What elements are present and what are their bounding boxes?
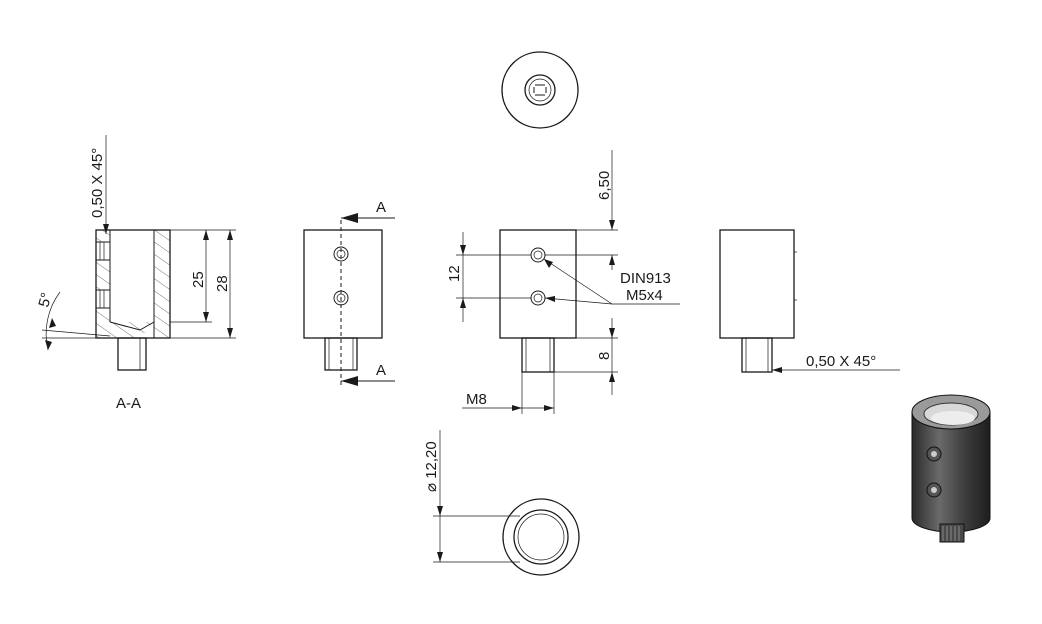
- screw-std-label: DIN913: [620, 270, 671, 287]
- chamfer-top-label: 0,50 X 45°: [89, 148, 106, 218]
- cut-label-top: A: [376, 199, 386, 216]
- dim-650-label: 6,50: [596, 171, 613, 200]
- dim-12-label: 12: [446, 265, 463, 282]
- thread-label: M8: [466, 391, 487, 408]
- side-view: [719, 229, 900, 373]
- angle-label: 5°: [35, 291, 55, 309]
- section-title: A-A: [116, 395, 141, 412]
- cut-label-bottom: A: [376, 362, 386, 379]
- isometric-view: [911, 394, 991, 543]
- dim-25-label: 25: [190, 271, 207, 288]
- diameter-label: ⌀ 12,20: [423, 441, 440, 492]
- front-view-cut: [303, 213, 395, 386]
- front-view-main: [456, 150, 680, 414]
- section-view-a-a: [41, 135, 236, 371]
- chamfer-right-label: 0,50 X 45°: [806, 353, 876, 370]
- bottom-view: [433, 430, 580, 576]
- dim-8-label: 8: [596, 352, 613, 360]
- screw-size-label: M5x4: [626, 287, 663, 304]
- dim-28-label: 28: [214, 275, 231, 292]
- top-view: [501, 51, 579, 129]
